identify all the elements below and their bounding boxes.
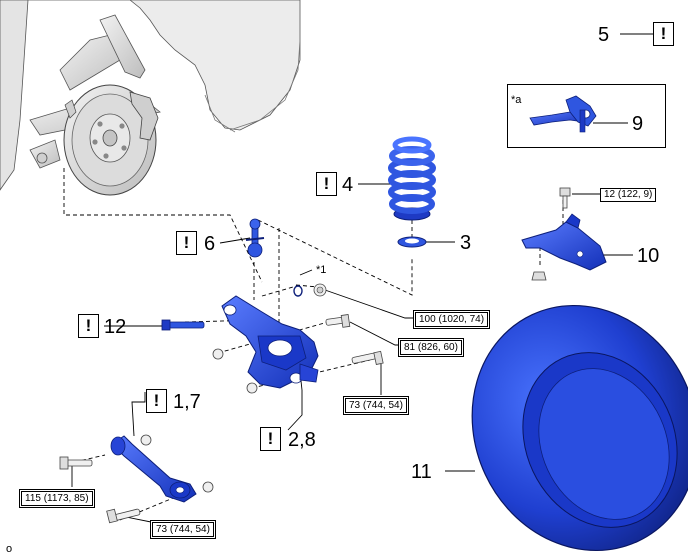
callout-4: 4	[342, 174, 354, 196]
hardware-bolts	[161, 283, 384, 394]
washer-mark-1: *1	[316, 264, 327, 276]
torque-value-81: 81 (826, 60)	[400, 340, 462, 355]
torque-spec-115: 115 (1173, 85)	[19, 489, 95, 508]
caution-mark-12: !	[78, 314, 99, 338]
callout-9: 9	[632, 113, 644, 135]
height-sensor	[529, 95, 597, 133]
torque-spec-73-upper: 73 (744, 54)	[343, 396, 409, 415]
torque-value-73-upper: 73 (744, 54)	[345, 398, 407, 413]
callout-10: 10	[637, 245, 660, 267]
callout-1-7: 1,7	[173, 391, 201, 413]
lower-arm	[221, 295, 319, 389]
inset-mark-a: *a	[511, 94, 522, 106]
torque-spec-81: 81 (826, 60)	[398, 338, 464, 357]
callout-2-8: 2,8	[288, 429, 316, 451]
caution-mark-2-8: !	[260, 427, 281, 451]
spring-insulator	[397, 236, 427, 248]
torque-value-115: 115 (1173, 85)	[21, 491, 93, 506]
caution-mark-5: !	[653, 22, 674, 46]
caution-mark-6: !	[176, 231, 197, 255]
callout-3: 3	[460, 232, 472, 254]
caution-mark-1-7: !	[146, 389, 167, 413]
upper-arm	[59, 434, 214, 524]
stabilizer-link	[245, 218, 265, 258]
callout-6: 6	[204, 233, 216, 255]
torque-spec-73-lower: 73 (744, 54)	[150, 520, 216, 539]
torque-value-73-lower: 73 (744, 54)	[152, 522, 214, 537]
callout-5: 5	[598, 24, 610, 46]
torque-spec-12: 12 (122, 9)	[600, 188, 657, 202]
guide-lines	[63, 168, 564, 521]
caution-mark-4: !	[316, 172, 337, 196]
inset-box-height-sensor	[507, 84, 666, 148]
chassis-illustration	[0, 0, 301, 196]
coil-spring	[388, 136, 436, 221]
spare-tire	[471, 304, 688, 552]
callout-12: 12	[104, 316, 127, 338]
torque-spec-100: 100 (1020, 74)	[413, 310, 491, 329]
torque-value-100: 100 (1020, 74)	[415, 312, 489, 327]
callout-11: 11	[411, 461, 432, 483]
figure-code: o	[6, 543, 13, 555]
mounting-bracket	[521, 187, 607, 281]
